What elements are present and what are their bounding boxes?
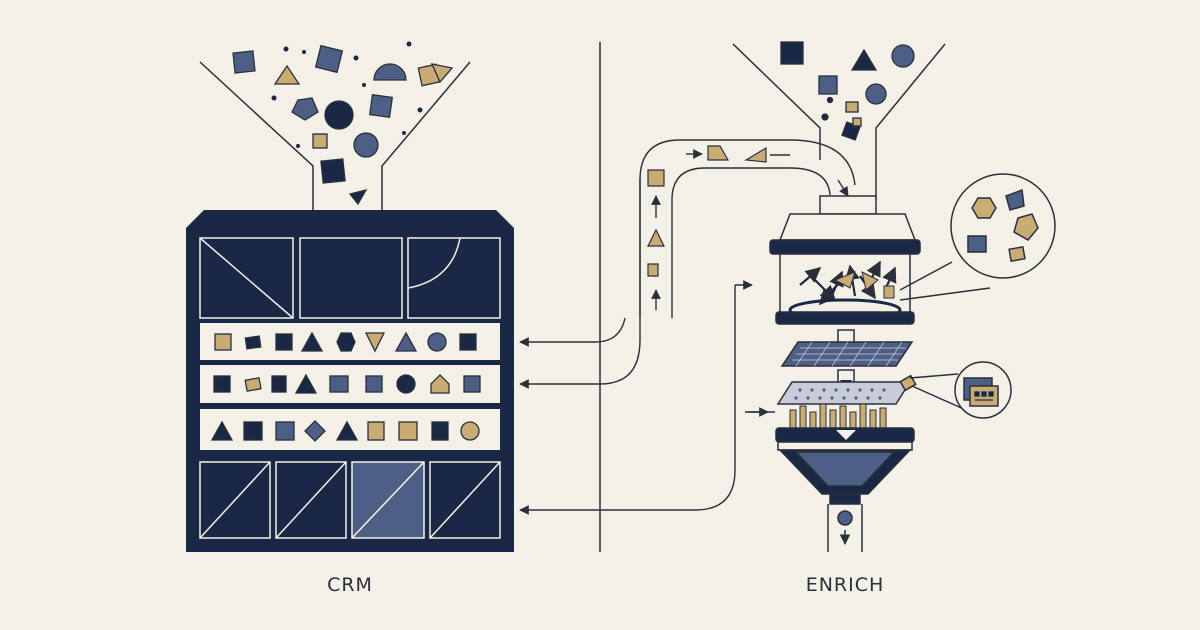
enrich-funnel-shapes — [780, 41, 915, 141]
crm-inbound-connectors — [519, 178, 775, 515]
transfer-conveyor — [639, 139, 856, 417]
zoom-callout-small — [909, 361, 1012, 419]
crm-record-row-1 — [200, 323, 500, 360]
crm-footer-cells — [199, 461, 501, 539]
crm-funnel-shapes — [232, 41, 454, 206]
falling-square — [368, 93, 394, 119]
falling-pentagon — [291, 97, 319, 121]
falling-triangle — [273, 64, 301, 85]
enrich-intake-funnel — [732, 43, 946, 200]
crm-database — [186, 210, 514, 552]
falling-circle — [324, 100, 354, 130]
falling-square — [314, 44, 344, 74]
falling-square — [312, 133, 328, 149]
crm-label: CRM — [327, 574, 373, 596]
zoom-callout-large — [899, 173, 1056, 301]
conveyor-items — [647, 145, 767, 277]
crm-intake-funnel — [199, 61, 471, 213]
crm-record-row-3 — [200, 409, 500, 450]
enrich-label: ENRICH — [805, 574, 885, 596]
falling-triangle — [348, 188, 368, 206]
falling-wedge — [430, 63, 454, 84]
falling-circle — [353, 132, 379, 158]
falling-semicircle — [373, 63, 407, 81]
enrich-machine — [769, 195, 921, 552]
falling-square — [232, 50, 256, 74]
crm-record-row-2 — [200, 365, 500, 403]
output-bars — [789, 403, 887, 429]
falling-square — [320, 158, 346, 184]
sorter-plate — [776, 381, 912, 405]
crm-header-cells — [199, 237, 501, 319]
